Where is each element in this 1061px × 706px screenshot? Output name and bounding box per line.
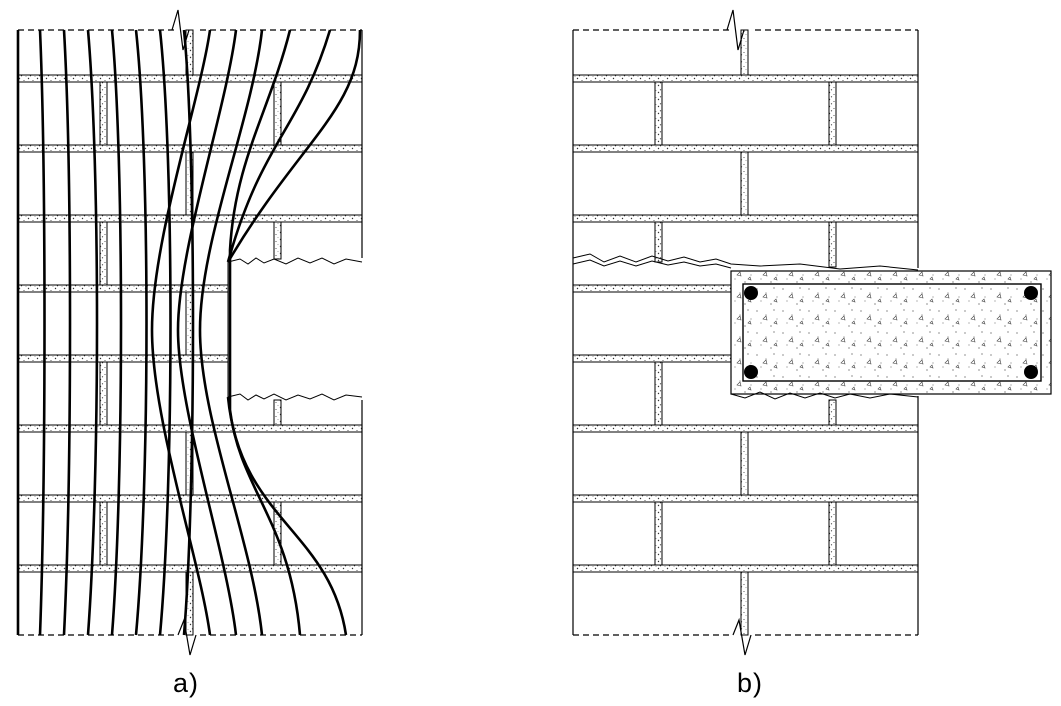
stress-line-2 bbox=[38, 29, 46, 636]
stress-line-13 bbox=[226, 29, 332, 263]
stress-line-3 bbox=[62, 29, 72, 636]
stress-line-14 bbox=[226, 396, 348, 636]
lintel-stirrup bbox=[742, 283, 1042, 382]
rebar-top-right bbox=[1024, 286, 1038, 300]
rebar-bottom-left bbox=[744, 365, 758, 379]
stress-line-8 bbox=[182, 29, 195, 636]
stress-line-11 bbox=[198, 29, 264, 636]
rebar-top-left bbox=[744, 286, 758, 300]
opening-a bbox=[227, 257, 368, 401]
stress-line-15 bbox=[226, 29, 362, 263]
wall-b-outline bbox=[572, 9, 919, 656]
caption-panel-b: b) bbox=[737, 668, 764, 698]
rebar-bottom-right bbox=[1024, 365, 1038, 379]
wall-b-mortar bbox=[572, 29, 919, 636]
panel-a-wall bbox=[16, 9, 368, 656]
crack-line bbox=[572, 253, 919, 271]
lintel-body bbox=[730, 270, 1052, 395]
panel-b-wall bbox=[572, 9, 1052, 656]
caption-panel-a: a) bbox=[173, 668, 200, 698]
stress-trajectories bbox=[16, 29, 362, 636]
stress-line-7 bbox=[158, 29, 172, 636]
stress-line-10 bbox=[176, 29, 238, 636]
stress-line-5 bbox=[110, 29, 123, 636]
stress-line-12 bbox=[228, 29, 302, 636]
stress-line-9 bbox=[150, 29, 212, 636]
stress-line-4 bbox=[86, 29, 99, 636]
rc-lintel bbox=[730, 270, 1052, 400]
stress-line-6 bbox=[134, 29, 148, 636]
